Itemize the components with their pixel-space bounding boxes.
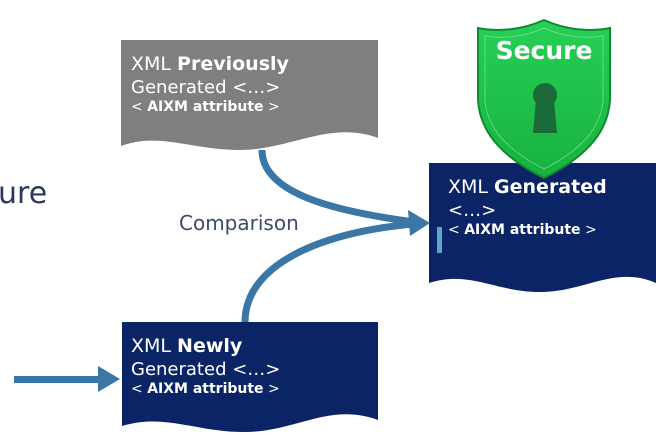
comparison-label: Comparison: [179, 211, 299, 235]
newly-document-title: XML Newly: [131, 335, 243, 357]
newly-document-line2: Generated <…>: [131, 358, 281, 380]
incoming-arrow-shaft: [14, 376, 100, 383]
generated-document-accent-bar: [437, 227, 442, 253]
newly-to-generated-connector: [241, 220, 415, 323]
generated-document-title: XML Generated: [448, 176, 607, 198]
generated-document-line2: <…>: [448, 199, 497, 221]
generated-document-line3: < AIXM attribute >: [448, 222, 597, 239]
previous-document-line3: < AIXM attribute >: [131, 99, 280, 116]
secure-label: Secure: [495, 36, 593, 65]
previous-document-shape: [121, 40, 378, 150]
previous-to-generated-connector: [258, 149, 415, 226]
generated-arrowhead: [408, 210, 430, 236]
generated-document-shape: [429, 163, 656, 292]
left-partial-text: ure: [0, 176, 48, 211]
shield-inner-edge: [484, 27, 604, 170]
previous-document-title: XML Previously: [131, 53, 289, 75]
previous-document-text: XML Previously Generated <…> < AIXM attr…: [131, 53, 289, 117]
keyhole-icon: [533, 83, 557, 133]
newly-document-line3: < AIXM attribute >: [131, 381, 280, 398]
newly-document-shape: [122, 322, 378, 432]
incoming-arrowhead: [98, 366, 120, 392]
previous-document-line2: Generated <…>: [131, 76, 281, 98]
generated-document-text: XML Generated <…> < AIXM attribute >: [448, 176, 607, 240]
newly-document-text: XML Newly Generated <…> < AIXM attribute…: [131, 335, 280, 399]
